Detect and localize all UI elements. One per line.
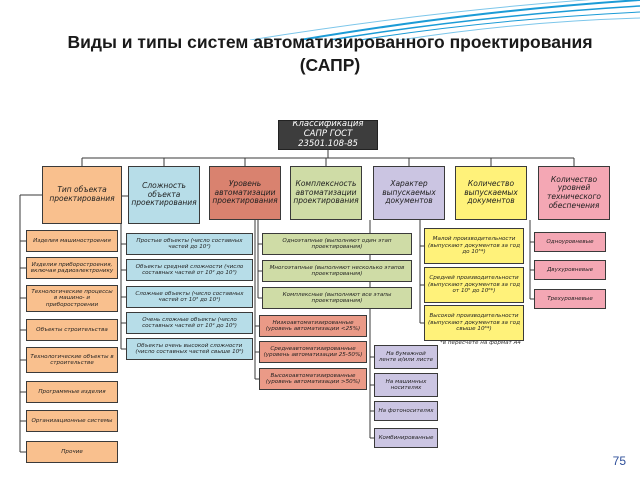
complexity-item: Простые объекты (число составных частей … — [126, 233, 253, 255]
tech-level-item: Одноуровневые — [534, 232, 606, 252]
page-number: 75 — [612, 454, 626, 468]
integration-item: Одноэтапные (выполняют один этап проекти… — [262, 233, 412, 255]
doc-character-item: На фотоносителях — [374, 401, 438, 421]
doc-character-item: На бумажной ленте и/или листе — [374, 345, 438, 369]
object-type-item: Технологические объекты в строительстве — [26, 347, 118, 373]
category-automation-level: Уровень автоматизации проектирования — [209, 166, 281, 220]
doc-quantity-item: Высокой производительности (выпускают до… — [424, 305, 524, 341]
category-doc-quantity: Количество выпускаемых документов — [455, 166, 527, 220]
object-type-item: Технологические процессы в машино- и при… — [26, 285, 118, 312]
category-doc-character: Характер выпускаемых документов — [373, 166, 445, 220]
doc-character-item: Комбинированные — [374, 428, 438, 448]
object-type-item: Изделия приборостроения, включая радиоэл… — [26, 257, 118, 279]
object-type-item: Изделия машиностроения — [26, 230, 118, 252]
category-integration: Комплексность автоматизации проектирован… — [290, 166, 362, 220]
doc-character-item: На машинных носителях — [374, 373, 438, 397]
category-complexity: Сложность объекта проектирования — [128, 166, 200, 224]
complexity-item: Очень сложные объекты (число составных ч… — [126, 312, 253, 334]
complexity-item: Объекты очень высокой сложности (число с… — [126, 338, 253, 360]
doc-quantity-item: Малой производительности (выпускают доку… — [424, 228, 524, 264]
automation-item: Высокоавтоматизированные (уровень автома… — [259, 368, 367, 390]
slide-title: Виды и типы систем автоматизированного п… — [67, 32, 593, 75]
object-type-item: Программные изделия — [26, 381, 118, 403]
tech-level-item: Двухуровневые — [534, 260, 606, 280]
doc-quantity-item: Средней производительности (выпускают до… — [424, 267, 524, 303]
object-type-item: Прочие — [26, 441, 118, 463]
automation-item: Среднеавтоматизированные (уровень автома… — [259, 341, 367, 363]
category-object-type: Тип объекта проектирования — [42, 166, 122, 224]
integration-item: Комплексные (выполняют все этапы проекти… — [262, 287, 412, 309]
doc-quantity-footnote: *в пересчете на формат А4 — [440, 340, 521, 346]
automation-item: Низкоавтоматизированные (уровень автомат… — [259, 315, 367, 337]
root-classification-box: Классификация САПР ГОСТ 23501.108-85 — [278, 120, 378, 150]
object-type-item: Организационные системы — [26, 410, 118, 432]
tech-level-item: Трехуровневые — [534, 289, 606, 309]
complexity-item: Объекты средней сложности (число составн… — [126, 259, 253, 281]
header-swoosh-decoration — [249, 0, 640, 40]
category-tech-levels: Количество уровней технического обеспече… — [538, 166, 610, 220]
integration-item: Многоэтапные (выполняют несколько этапов… — [262, 260, 412, 282]
object-type-item: Объекты строительства — [26, 319, 118, 341]
complexity-item: Сложные объекты (число составных частей … — [126, 286, 253, 308]
